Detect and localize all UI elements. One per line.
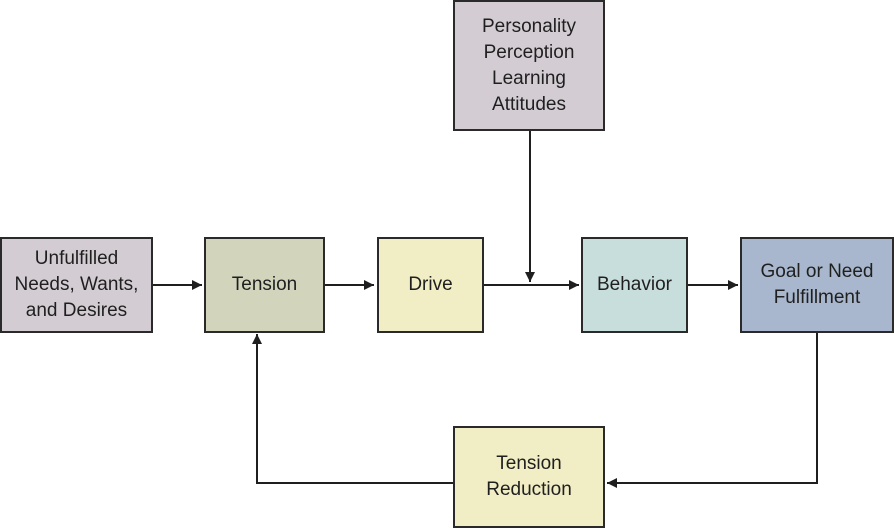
node-unfulfilled-needs-label: Unfulfilled Needs, Wants, and Desires	[14, 248, 139, 321]
node-tension: Tension	[204, 237, 325, 333]
node-behavior-label: Behavior	[597, 274, 672, 295]
node-factors-label: Personality Perception Learning Attitude…	[482, 15, 576, 115]
node-unfulfilled-needs: Unfulfilled Needs, Wants, and Desires	[0, 237, 153, 333]
arrow-reduction-to-tension	[252, 334, 453, 484]
node-tension-reduction-label: Tension Reduction	[486, 453, 572, 500]
node-drive-label: Drive	[408, 274, 453, 295]
node-goal-fulfillment-label: Goal or Need Fulfillment	[760, 261, 874, 308]
node-goal-fulfillment: Goal or Need Fulfillment	[740, 237, 894, 333]
node-factors: Personality Perception Learning Attitude…	[453, 0, 605, 131]
node-drive: Drive	[377, 237, 484, 333]
node-tension-reduction: Tension Reduction	[453, 426, 605, 528]
arrow-goal-to-reduction	[607, 333, 818, 488]
node-tension-label: Tension	[231, 274, 298, 295]
node-behavior: Behavior	[581, 237, 688, 333]
